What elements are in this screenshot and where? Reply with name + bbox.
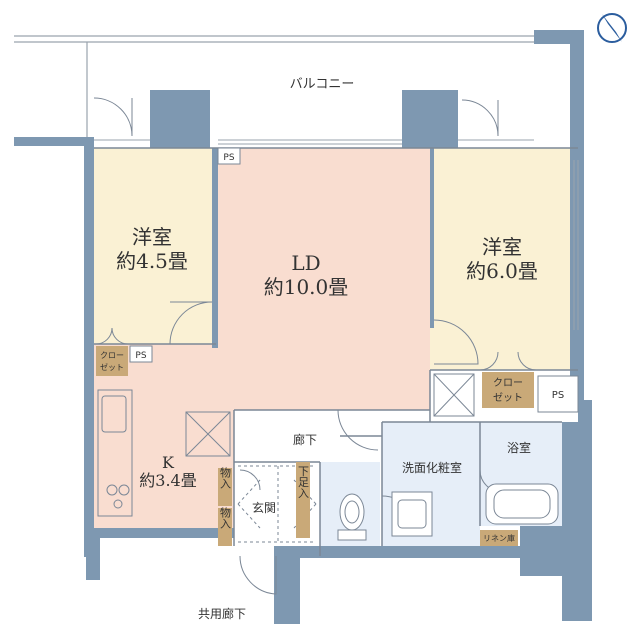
kitchen-counter [97,389,133,517]
balcony-door-west [93,97,133,137]
walls [14,30,592,624]
ps-left-label: PS [135,351,146,361]
interior-lines [94,147,578,556]
west-room-size: 約4.5畳 [116,249,188,273]
ld-fill [216,148,430,410]
hall-label: 廊下 [293,432,317,447]
closet-left-label-2: ゼット [100,362,124,372]
hall-door-ld [337,409,379,451]
toilet-icon [337,493,367,541]
storage-box-1 [218,468,232,506]
ps-boxes [129,147,579,413]
entrance-door [239,555,277,595]
storage-label-1: 物入 [219,466,232,489]
sink-icon [101,395,127,433]
closet-left-label-1: クロー [100,351,124,360]
storage-door [239,469,261,491]
kitchen-name: K [162,453,175,472]
closet-right-label-2: ゼット [493,392,523,404]
common-corridor-label: 共用廊下 [198,606,246,621]
washroom-label: 洗面化粧室 [402,460,462,475]
east-room-fill [430,148,578,370]
ps-top-label: PS [223,153,234,163]
vanity-icon [391,491,433,537]
balcony-door-east [461,99,499,137]
washer-space [433,373,475,417]
linen-label: リネン庫 [483,533,515,543]
closet-door-right-a [479,351,499,371]
storage-boxes [96,346,534,546]
closet-left-box [96,346,128,376]
kitchen-size: 約3.4畳 [139,471,196,490]
west-room-name: 洋室 [132,225,172,249]
linen-box [480,530,518,546]
ps-right-label: PS [552,390,564,401]
closet-right-label-1: クロー [493,377,523,389]
shoe-label: 下足入 [297,466,310,499]
closet-right-box [482,372,534,408]
entrance-label: 玄関 [252,500,276,515]
bath-fixtures [337,483,559,541]
balcony-label: バルコニー [290,77,355,92]
bathtub-icon [485,483,559,525]
storage-box-2 [218,508,232,546]
closet-door-right-b [517,351,537,371]
fridge-space [185,411,231,457]
north-arrow-icon [597,13,627,43]
storage-label-2: 物入 [219,506,232,529]
windows [94,139,579,330]
closet-door-left-b [111,327,129,345]
shoe-box [296,462,310,538]
ld-name: LD [291,251,320,275]
west-room-fill [94,148,216,344]
east-room-door [433,319,479,365]
stove-icon [106,484,130,509]
kitchen-fixtures [97,373,475,517]
entrance-dashes [237,465,317,543]
bath-label: 浴室 [507,440,531,455]
east-room-size: 約6.0畳 [466,259,538,283]
east-room-name: 洋室 [482,235,522,259]
ld-size: 約10.0畳 [264,275,349,299]
west-room-door [169,301,213,345]
